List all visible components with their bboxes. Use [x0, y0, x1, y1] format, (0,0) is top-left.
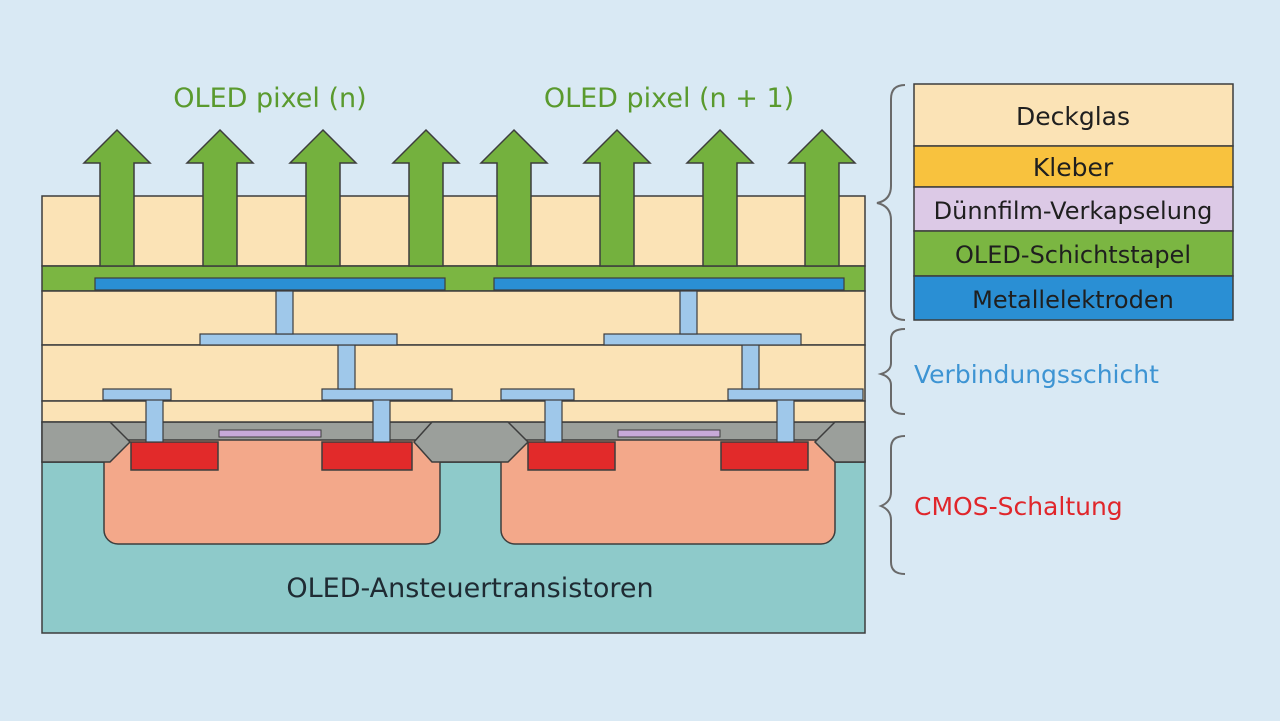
legend-item-deckglas	[913, 83, 1234, 147]
legend: Deckglas Kleber Dünnfilm-Verkapselung OL…	[913, 83, 1234, 321]
legend-item-verkapselung	[913, 186, 1234, 232]
brace-display-stack	[876, 84, 906, 321]
cover-glass-layer	[41, 195, 866, 267]
interconnect-metal	[102, 290, 864, 443]
field-oxide-right	[813, 421, 866, 463]
emission-arrow-8	[787, 128, 857, 267]
emission-arrow-1	[82, 128, 152, 267]
legend-label-verkapselung: Dünnfilm-Verkapselung	[934, 197, 1213, 225]
metal-electrode-left	[94, 277, 446, 291]
legend-label-electrodes: Metallelektroden	[972, 286, 1174, 314]
contact-2	[321, 441, 413, 471]
contact-3	[527, 441, 616, 471]
emission-arrow-3	[288, 128, 358, 267]
emission-arrow-5	[479, 128, 549, 267]
interconnect-label: Verbindungsschicht	[914, 360, 1159, 389]
field-oxide-center	[412, 421, 530, 463]
brace-cmos	[878, 435, 906, 575]
legend-item-kleber	[913, 145, 1234, 188]
brace-interconnect	[877, 328, 906, 415]
legend-label-oled-stack: OLED-Schichtstapel	[955, 241, 1191, 269]
emission-arrow-4	[391, 128, 461, 267]
gate-right	[617, 429, 721, 438]
contact-4	[720, 441, 809, 471]
cmos-label: CMOS-Schaltung	[914, 492, 1123, 521]
gate-left	[218, 429, 322, 438]
light-emission-arrows	[82, 128, 857, 267]
substrate-label: OLED-Ansteuertransistoren	[286, 573, 653, 604]
pixel-label-right: OLED pixel (n + 1)	[544, 83, 794, 114]
pixel-label-left: OLED pixel (n)	[173, 83, 366, 114]
metal-electrode-right	[493, 277, 845, 291]
legend-item-electrodes	[913, 275, 1234, 321]
legend-label-kleber: Kleber	[1033, 153, 1114, 182]
legend-label-deckglas: Deckglas	[1016, 102, 1130, 131]
field-oxide-left	[41, 421, 132, 463]
emission-arrow-7	[685, 128, 755, 267]
contact-1	[130, 441, 219, 471]
emission-arrow-6	[582, 128, 652, 267]
emission-arrow-2	[185, 128, 255, 267]
interconnect-layer-3	[41, 400, 866, 423]
